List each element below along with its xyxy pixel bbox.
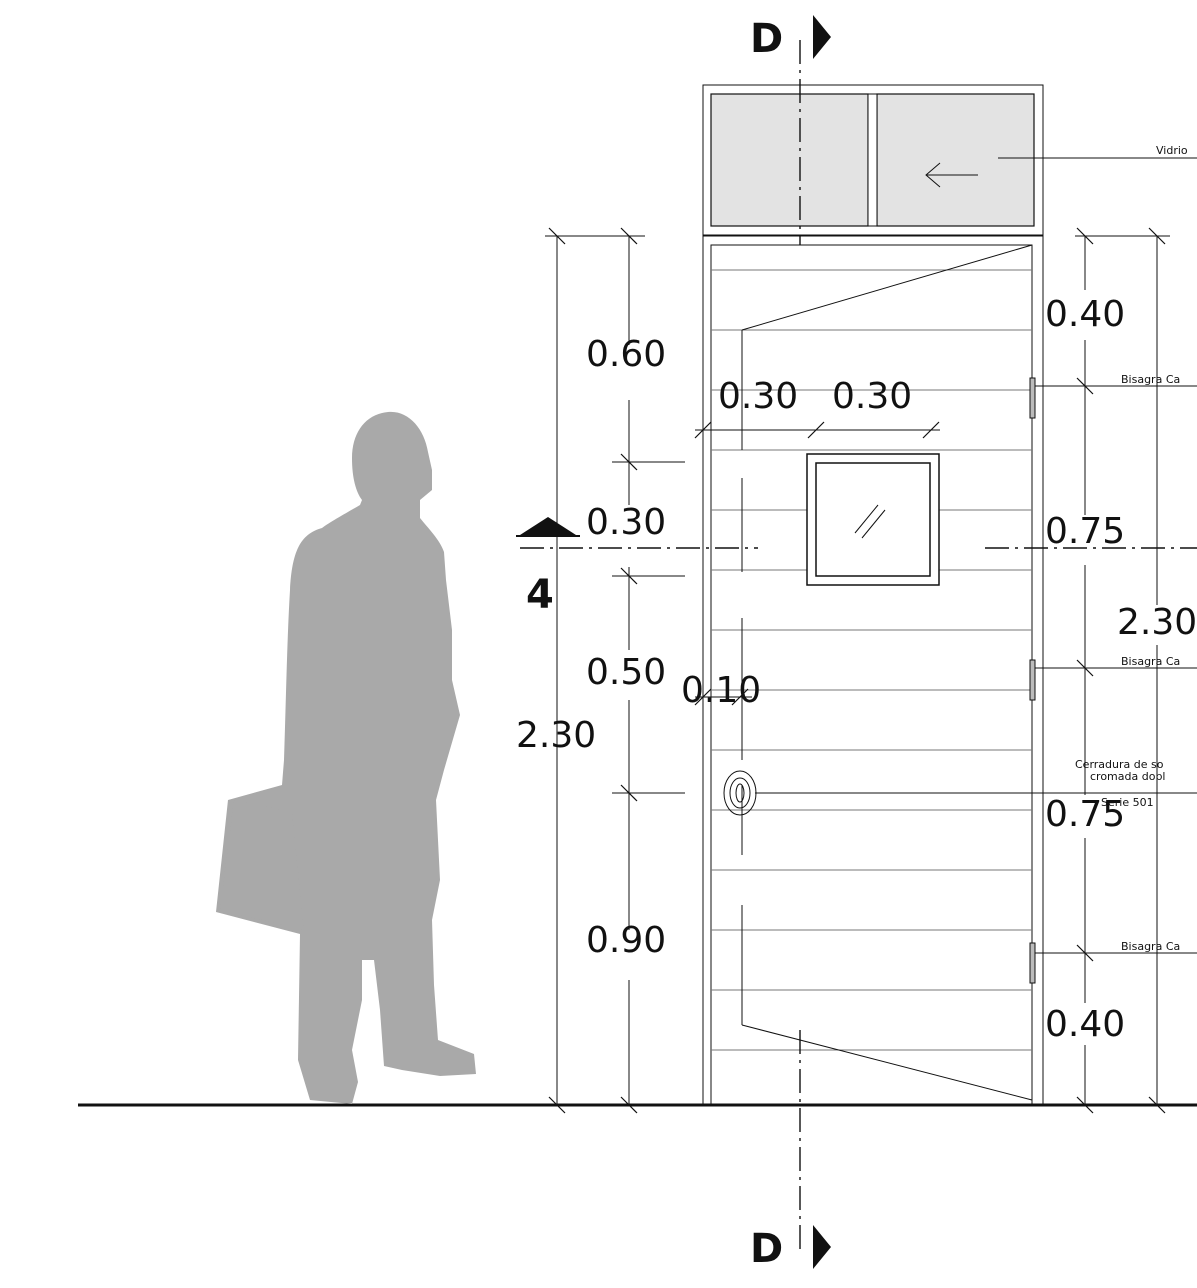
door-lock-icon <box>723 770 757 816</box>
hinge-middle-icon <box>1029 659 1036 701</box>
door-hinges <box>1029 377 1036 984</box>
hinge-bottom-icon <box>1029 942 1036 984</box>
hinge-top-icon <box>1029 377 1036 419</box>
right-triangle-icon <box>813 1225 831 1269</box>
dim-top-to-window: 0.60 <box>586 334 666 375</box>
dim-hinge-lower: 0.75 <box>1045 794 1125 835</box>
left-dimension-lines <box>545 227 940 1114</box>
dim-window-offset-left: 0.30 <box>718 376 798 417</box>
transom-frame <box>702 84 1044 236</box>
up-triangle-icon <box>520 517 576 535</box>
dim-total-height-right: 2.30 <box>1117 602 1197 643</box>
note-hinge-bottom: Bisagra Ca <box>1121 940 1180 953</box>
dim-hinge-upper: 0.75 <box>1045 511 1125 552</box>
dim-window-to-lock: 0.50 <box>586 652 666 693</box>
left-arrow-icon <box>925 162 978 188</box>
transom-mullion <box>867 93 878 227</box>
note-lock-line1: Cerradura de so <box>1075 758 1164 771</box>
note-lock-line3: Serie 501 <box>1101 796 1154 809</box>
door-swing-lines <box>741 244 1033 1101</box>
section-marker-bottom: D <box>750 1226 783 1272</box>
right-dimension-lines <box>755 157 1197 1114</box>
dim-hinge-to-floor: 0.40 <box>1045 1004 1125 1045</box>
note-hinge-top: Bisagra Ca <box>1121 373 1180 386</box>
dim-lock-to-floor: 0.90 <box>586 920 666 961</box>
note-lock-line2: cromada dobl <box>1090 770 1166 783</box>
level-number: 4 <box>526 572 554 618</box>
section-axis-4: 4 <box>516 517 1197 618</box>
note-hinge-middle: Bisagra Ca <box>1121 655 1180 668</box>
dim-lock-offset: 0.10 <box>681 670 761 711</box>
dim-total-height-left: 2.30 <box>516 715 596 756</box>
dim-top-to-hinge: 0.40 <box>1045 294 1125 335</box>
transom-glass-left <box>710 93 869 227</box>
dim-window-width: 0.30 <box>832 376 912 417</box>
note-glass: Vidrio <box>1156 144 1188 157</box>
right-triangle-icon <box>813 15 831 59</box>
dim-window-height: 0.30 <box>586 502 666 543</box>
section-marker-top: D <box>750 16 783 62</box>
door-vision-window <box>806 453 940 586</box>
section-axis-d: D D <box>750 15 831 1272</box>
person-silhouette-icon <box>216 411 476 1104</box>
transom-glass-right <box>876 93 1035 227</box>
